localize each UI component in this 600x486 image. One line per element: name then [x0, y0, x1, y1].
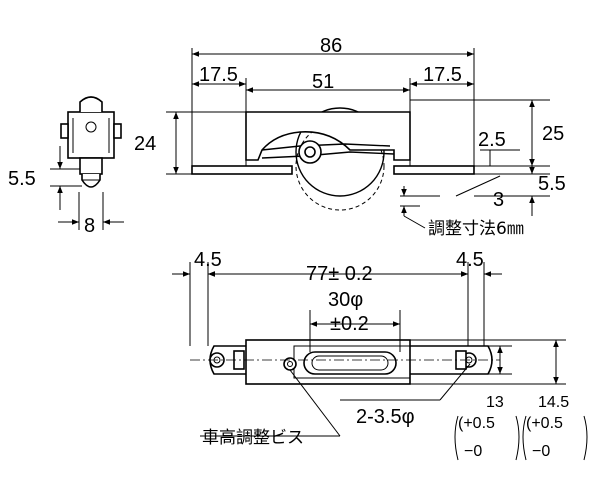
- dim-left-edge: 4.5: [194, 249, 222, 271]
- dim-wheel-drop: 5.5: [538, 173, 566, 195]
- front-view-housing: [245, 111, 411, 161]
- front-view-wheel-adjusted: [295, 121, 385, 211]
- front-view-right-flange: [393, 165, 475, 175]
- dim-right-flange: 17.5: [423, 64, 462, 86]
- top-view-wheel-slot: [303, 351, 397, 375]
- side-view-top-wheel: [79, 96, 103, 112]
- dim-width-13: 13: [486, 394, 504, 411]
- side-view: 5.5 8: [8, 96, 124, 237]
- side-view-height-dim: 5.5: [8, 168, 36, 190]
- dim-width-14-5-tol-minus: −0: [532, 443, 550, 460]
- dim-width-14-5: 14.5: [538, 394, 569, 411]
- dim-left-flange: 17.5: [199, 64, 238, 86]
- adjust-note: 調整寸法6㎜: [428, 219, 524, 239]
- dim-total-height: 25: [542, 123, 564, 145]
- height-adjust-screw-label: 車高調整ビス: [202, 428, 304, 448]
- dim-width-13-tol-minus: −0: [464, 443, 482, 460]
- front-view-left-flange: [191, 165, 293, 175]
- dim-flange-rise: 2.5: [478, 129, 506, 151]
- dim-width-14-5-tol-plus: (+0.5: [526, 415, 563, 432]
- dim-wheel-tolerance: ±0.2: [330, 313, 369, 335]
- dim-width-13-tol-plus: (+0.5: [458, 415, 495, 432]
- dim-adjust-step: 3: [493, 189, 504, 211]
- dim-overall-length: 86: [320, 35, 342, 57]
- dim-inner-span: 51: [312, 71, 334, 93]
- top-view: 4.5 77± 0.2 4.5 30φ ±0.2 2-3.5φ 車高調整ビス 1…: [172, 249, 588, 461]
- side-view-screw-hole: [85, 121, 97, 133]
- side-view-lower-wheel-block: [79, 157, 103, 175]
- front-view: 86 17.5 51 17.5 24 25 2.5 5.5: [134, 35, 566, 239]
- dim-housing-height: 24: [134, 133, 156, 155]
- dim-wheel-diameter: 30φ: [328, 289, 363, 311]
- dim-mount-holes: 2-3.5φ: [356, 406, 415, 428]
- dim-hole-pitch: 77± 0.2: [306, 263, 373, 285]
- side-view-width-dim: 8: [84, 215, 95, 237]
- front-view-wheel: [295, 107, 385, 197]
- side-view-housing: [67, 111, 115, 159]
- dim-right-edge: 4.5: [456, 249, 484, 271]
